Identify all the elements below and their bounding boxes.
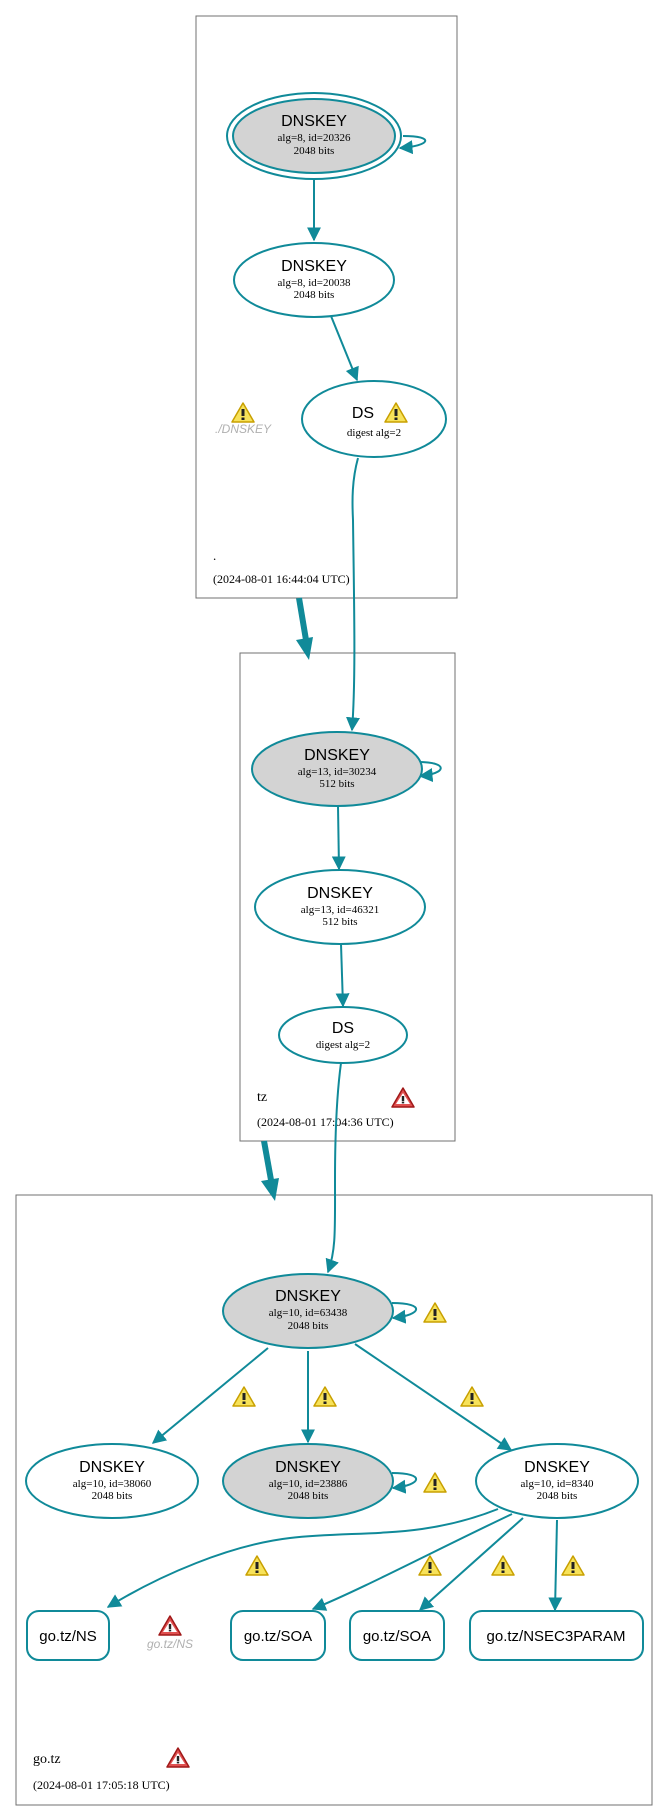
node-root-missing-dnskey[interactable]: ./DNSKEY xyxy=(215,402,272,436)
zone-tz-error-icon xyxy=(391,1087,415,1108)
edge-go-zsk-ns xyxy=(106,1508,499,1608)
node-root-ksk-size: 2048 bits xyxy=(294,145,335,157)
zone-go-tz-name: go.tz xyxy=(33,1752,61,1767)
node-root-missing-warning-icon xyxy=(231,402,255,423)
edge-root-zsk-ds xyxy=(330,315,359,382)
node-tz-ds-detail: digest alg=2 xyxy=(316,1039,370,1051)
edge-go-ksk-key1 xyxy=(151,1347,269,1444)
node-root-ksk[interactable]: DNSKEY alg=8, id=20326 2048 bits xyxy=(226,92,402,180)
node-go-ksk[interactable]: DNSKEY alg=10, id=63438 2048 bits xyxy=(222,1273,394,1349)
node-go-key1-type: DNSKEY xyxy=(79,1459,145,1476)
node-root-ksk-detail: alg=8, id=20326 xyxy=(278,132,351,144)
edge-go-zsk-ns-warning-icon xyxy=(245,1555,269,1576)
edge-go-zsk-soa1 xyxy=(311,1513,513,1611)
edge-root-ksk-self xyxy=(398,135,427,155)
zone-go-tz-timestamp: (2024-08-01 17:05:18 UTC) xyxy=(33,1778,170,1792)
node-rr-nsec3param-label: go.tz/NSEC3PARAM xyxy=(487,1628,626,1645)
node-root-missing-label: ./DNSKEY xyxy=(215,422,272,436)
node-go-key1-detail: alg=10, id=38060 xyxy=(73,1478,152,1490)
node-tz-ksk[interactable]: DNSKEY alg=13, id=30234 512 bits xyxy=(251,731,423,807)
node-tz-ksk-type: DNSKEY xyxy=(304,747,370,764)
edge-tz-zsk-ds xyxy=(335,943,350,1008)
zone-root-box xyxy=(195,15,458,599)
node-go-key2-size: 2048 bits xyxy=(288,1490,329,1502)
node-rr-ns-missing[interactable]: go.tz/NS xyxy=(147,1615,193,1651)
edge-go-zsk-nsec3param xyxy=(548,1519,563,1612)
node-root-ds-type: DS xyxy=(352,405,374,422)
zone-root-timestamp: (2024-08-01 16:44:04 UTC) xyxy=(213,572,350,586)
go-key2-self-warning-icon xyxy=(423,1472,447,1493)
node-go-zsk-detail: alg=10, id=8340 xyxy=(521,1478,594,1490)
edge-go-ksk-key2-warning-icon xyxy=(313,1386,337,1407)
zone-go-tz-error-icon xyxy=(166,1747,190,1768)
node-tz-zsk[interactable]: DNSKEY alg=13, id=46321 512 bits xyxy=(254,869,426,945)
node-root-ksk-type: DNSKEY xyxy=(281,113,347,130)
edge-root-ds-tz-ksk xyxy=(346,457,360,732)
node-go-zsk-size: 2048 bits xyxy=(537,1490,578,1502)
node-tz-ksk-detail: alg=13, id=30234 xyxy=(298,766,377,778)
delegation-arrowhead-tz-go xyxy=(261,1178,279,1201)
edge-go-zsk-soa1-warning-icon xyxy=(418,1555,442,1576)
go-ksk-self-warning-icon xyxy=(423,1302,447,1323)
node-root-zsk-type: DNSKEY xyxy=(281,258,347,275)
zone-tz-box xyxy=(239,652,456,1142)
node-root-zsk-size: 2048 bits xyxy=(294,289,335,301)
node-root-zsk[interactable]: DNSKEY alg=8, id=20038 2048 bits xyxy=(233,242,395,318)
node-rr-ns-label: go.tz/NS xyxy=(39,1628,97,1645)
edge-go-zsk-nsec3param-warning-icon xyxy=(561,1555,585,1576)
node-go-ksk-size: 2048 bits xyxy=(288,1320,329,1332)
node-go-key2-detail: alg=10, id=23886 xyxy=(269,1478,348,1490)
delegation-arrow-root-tz xyxy=(296,597,309,641)
node-go-ksk-type: DNSKEY xyxy=(275,1288,341,1305)
edge-go-zsk-soa2 xyxy=(418,1517,524,1611)
node-rr-soa-2-label: go.tz/SOA xyxy=(363,1628,431,1645)
node-go-key1[interactable]: DNSKEY alg=10, id=38060 2048 bits xyxy=(25,1443,199,1519)
node-rr-ns-missing-label: go.tz/NS xyxy=(147,1637,193,1651)
zone-tz-timestamp: (2024-08-01 17:04:36 UTC) xyxy=(257,1115,394,1129)
edge-tz-ksk-self xyxy=(417,761,442,783)
edge-go-zsk-soa2-warning-icon xyxy=(491,1555,515,1576)
node-tz-zsk-detail: alg=13, id=46321 xyxy=(301,904,379,916)
node-rr-soa-1[interactable]: go.tz/SOA xyxy=(230,1610,326,1661)
node-go-key1-size: 2048 bits xyxy=(92,1490,133,1502)
edge-go-key2-self xyxy=(391,1472,417,1494)
node-tz-ds-type: DS xyxy=(332,1020,354,1037)
zone-go-tz: go.tz (2024-08-01 17:05:18 UTC) xyxy=(15,1194,653,1806)
node-tz-zsk-size: 512 bits xyxy=(322,916,357,928)
zone-tz: tz (2024-08-01 17:04:36 UTC) xyxy=(239,652,456,1142)
node-tz-ds[interactable]: DS digest alg=2 xyxy=(278,1006,408,1064)
edge-tz-ds-go-ksk xyxy=(325,1062,342,1274)
node-rr-ns[interactable]: go.tz/NS xyxy=(26,1610,110,1661)
delegation-arrowhead-root-tz xyxy=(296,637,313,660)
edge-go-ksk-zsk-warning-icon xyxy=(460,1386,484,1407)
node-root-zsk-detail: alg=8, id=20038 xyxy=(278,277,351,289)
node-root-ds[interactable]: DS digest alg=2 xyxy=(301,380,447,458)
edge-go-ksk-zsk xyxy=(354,1343,513,1451)
node-rr-soa-1-label: go.tz/SOA xyxy=(244,1628,312,1645)
node-tz-ksk-size: 512 bits xyxy=(319,778,354,790)
edge-tz-ksk-zsk xyxy=(331,805,346,871)
node-rr-ns-missing-error-icon xyxy=(158,1615,182,1636)
node-rr-soa-2[interactable]: go.tz/SOA xyxy=(349,1610,445,1661)
edge-go-ksk-key1-warning-icon xyxy=(232,1386,256,1407)
node-root-ds-detail: digest alg=2 xyxy=(347,427,401,439)
node-rr-nsec3param[interactable]: go.tz/NSEC3PARAM xyxy=(469,1610,644,1661)
node-tz-zsk-type: DNSKEY xyxy=(307,885,373,902)
node-go-key2-type: DNSKEY xyxy=(275,1459,341,1476)
edge-go-ksk-self xyxy=(391,1302,417,1324)
zone-go-tz-box xyxy=(15,1194,653,1806)
node-go-key2[interactable]: DNSKEY alg=10, id=23886 2048 bits xyxy=(222,1443,394,1519)
node-go-ksk-detail: alg=10, id=63438 xyxy=(269,1307,348,1319)
zone-root: . (2024-08-01 16:44:04 UTC) xyxy=(195,15,458,599)
zone-tz-name: tz xyxy=(257,1090,267,1105)
node-go-zsk-type: DNSKEY xyxy=(524,1459,590,1476)
delegation-arrow-tz-go xyxy=(261,1140,274,1181)
node-go-zsk[interactable]: DNSKEY alg=10, id=8340 2048 bits xyxy=(475,1443,639,1519)
zone-root-name: . xyxy=(213,548,216,563)
